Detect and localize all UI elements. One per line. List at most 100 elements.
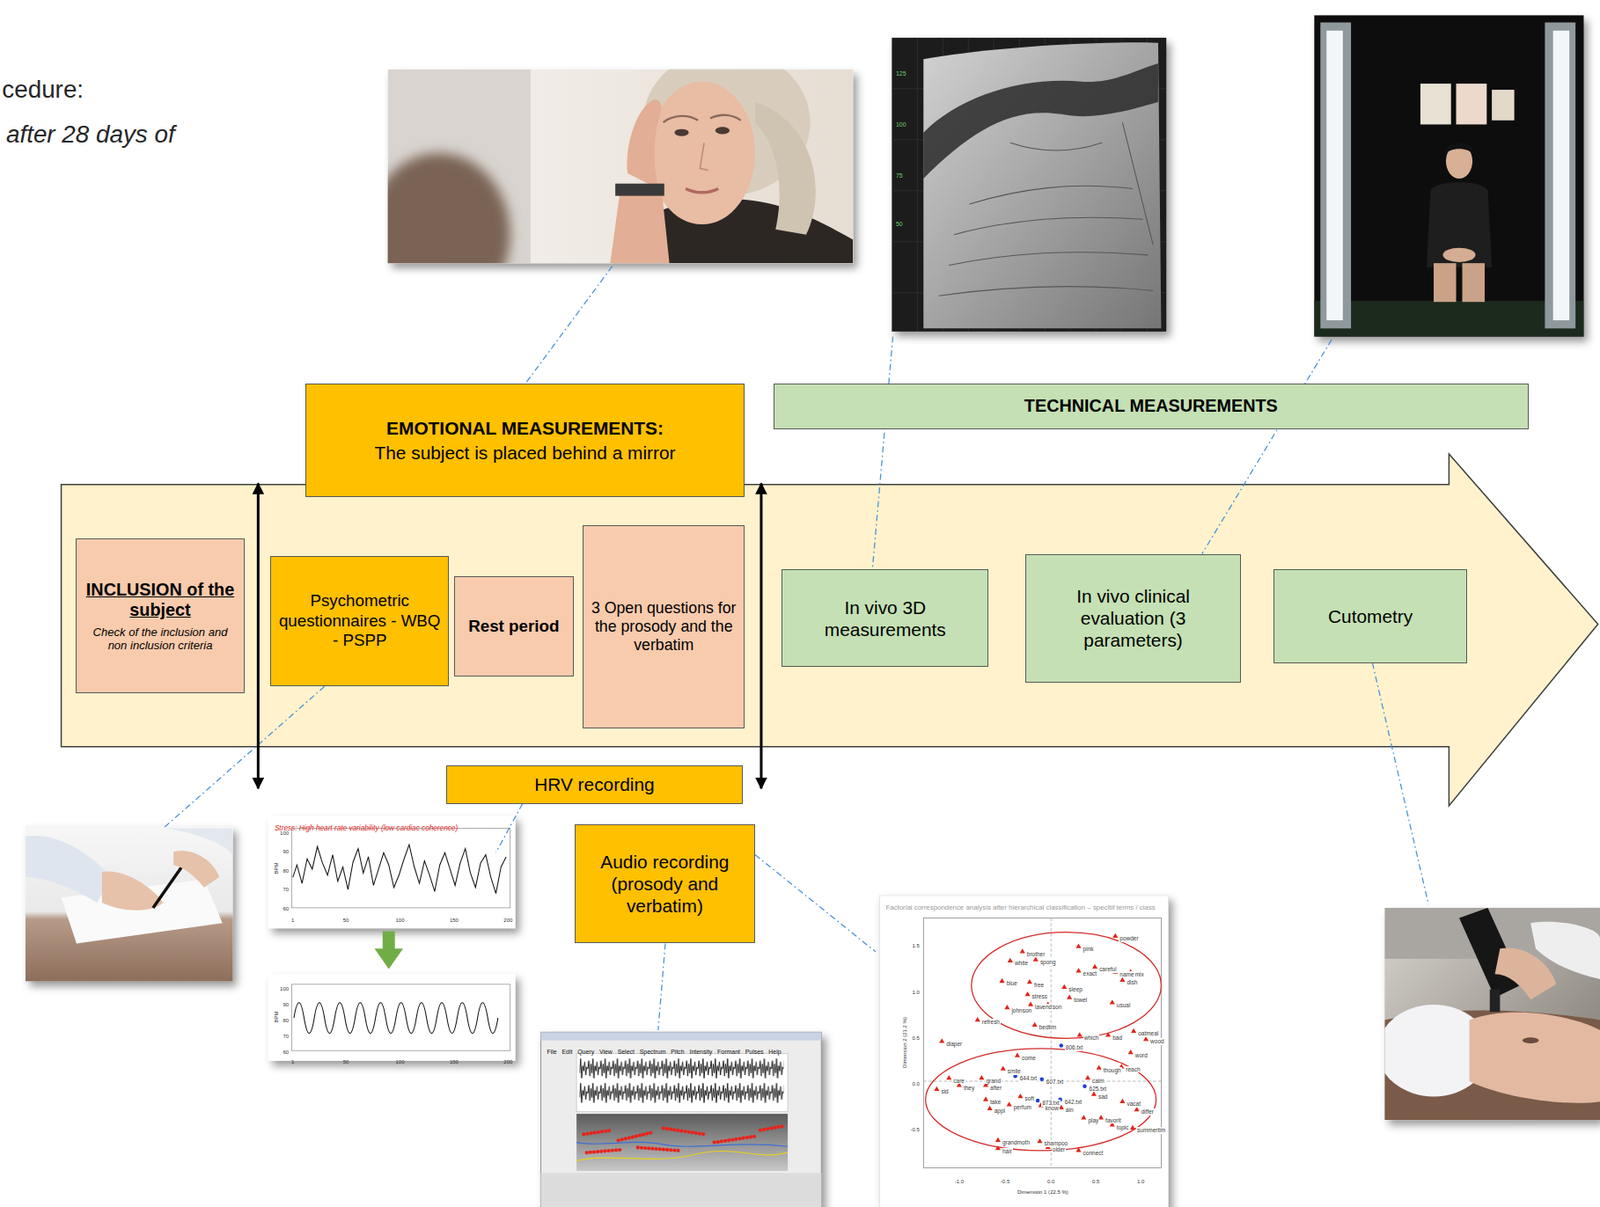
axis-tick-holder: 80 <box>282 1010 289 1027</box>
section-band: TECHNICAL MEASUREMENTS <box>773 383 1529 430</box>
term-label-holder: they <box>962 1078 976 1094</box>
term-label-holder: lavend <box>1034 997 1053 1013</box>
term-point <box>1066 994 1072 999</box>
term-label: summertim <box>1136 1127 1167 1134</box>
mirror-photo-part-part <box>615 183 665 197</box>
term-label-holder: take <box>989 1092 1002 1109</box>
axis-tick: 150 <box>449 1059 459 1066</box>
axis-tick-holder: 80 <box>282 860 289 877</box>
axis-tick-holder: 0.0 <box>910 1073 920 1090</box>
cutometer-photo-part-part <box>1469 1012 1600 1104</box>
term-label: johnson <box>1010 1007 1033 1014</box>
term-label-holder: though <box>1102 1060 1123 1077</box>
recording-band: HRV recording <box>446 765 743 805</box>
axis-tick: 70 <box>282 887 289 894</box>
term-label: bedtim <box>1038 1024 1057 1031</box>
term-point <box>1119 1099 1125 1104</box>
chart-title: Stress: High heart rate variability (low… <box>274 824 458 833</box>
document-point <box>1040 1077 1045 1082</box>
leader-line-part <box>1202 339 1332 554</box>
axis-tick: 1.5 <box>910 943 920 950</box>
term-label-holder: oatmeal <box>1137 1023 1160 1040</box>
document-point <box>1082 1085 1087 1090</box>
menu-item-holder: Pitch <box>670 1042 684 1058</box>
questionnaire-photo-part <box>25 826 233 982</box>
axis-title: BPM <box>273 1011 280 1023</box>
axis-tick-holder: 0.5 <box>1091 1171 1101 1188</box>
term-label: care <box>952 1078 966 1085</box>
mirror-photo-part-part <box>715 126 730 134</box>
menu-item: Select <box>617 1049 635 1057</box>
term-label-holder: spong <box>1039 952 1057 969</box>
term-label: appl <box>993 1108 1006 1115</box>
axis-tick: 100 <box>279 986 289 993</box>
axis-tick: 90 <box>282 1002 289 1009</box>
axis-tick-holder: 70 <box>282 1026 289 1043</box>
menu-item-holder: File <box>546 1042 557 1058</box>
term-label: take <box>989 1099 1002 1106</box>
step-box: Psychometric questionnaires - WBQ - PSPP <box>270 556 449 687</box>
axis-tick: 1.0 <box>1136 1179 1145 1186</box>
leader-line-part <box>1372 663 1429 906</box>
menu-item: Pitch <box>670 1049 684 1057</box>
axis-tick: 1 <box>291 1059 294 1066</box>
axis-tick: 70 <box>282 1034 289 1041</box>
axis-tick-holder: 1.0 <box>910 982 920 999</box>
praat-screenshot-part <box>576 1142 788 1147</box>
term-label: hair <box>1001 1148 1013 1155</box>
mirror-photo-part-part <box>609 185 669 264</box>
term-label-holder: after <box>989 1078 1003 1094</box>
step-heading: INCLUSION of the subject <box>82 579 238 623</box>
questionnaire-photo-part-part <box>173 851 220 889</box>
axis-tick: 50 <box>343 1059 350 1066</box>
menu-item: Spectrum <box>639 1049 667 1057</box>
step-label: 3 Open questions for the prosody and the… <box>589 599 738 656</box>
step-label: Rest period <box>468 616 559 638</box>
axis-tick: 60 <box>282 1049 289 1057</box>
term-point <box>1007 958 1013 963</box>
term-label-holder: bad <box>1111 1027 1123 1044</box>
term-point <box>1017 1093 1023 1099</box>
skin-3d-scan-part-part <box>923 42 1161 329</box>
term-point <box>1077 1032 1083 1037</box>
term-label-holder: sleep <box>1067 979 1084 996</box>
term-label-holder: pink <box>1082 939 1095 955</box>
term-label: vacat <box>1125 1100 1142 1108</box>
skin-3d-scan-part-part <box>923 63 1159 179</box>
axis-tick-holder: -0.5 <box>999 1171 1011 1188</box>
menu-item-holder: Formant <box>717 1042 741 1058</box>
menu-item-holder: Intensity <box>689 1042 712 1058</box>
menu-item-holder: Query <box>577 1042 595 1058</box>
hrv-chart-part <box>293 844 507 895</box>
term-label: 642.txt <box>1064 1099 1083 1106</box>
term-label: older <box>1051 1146 1066 1153</box>
term-label-holder: blue <box>1005 973 1019 990</box>
axis-tick: 60 <box>282 906 289 913</box>
axis-tick-holder: 50 <box>343 910 350 926</box>
factorial-chart <box>879 895 1168 1207</box>
light-booth-photo-part-part <box>1456 83 1488 125</box>
term-label: oatmeal <box>1137 1030 1160 1037</box>
axis-tick: 0.0 <box>1046 1179 1056 1186</box>
light-booth-photo-part <box>1313 14 1584 337</box>
term-point <box>1112 933 1118 939</box>
light-booth-photo-part-part <box>1491 89 1515 121</box>
light-booth-photo-part-part <box>1553 30 1571 321</box>
axis-title-holder: Dimension 1 (22.5 %) <box>1017 1181 1069 1198</box>
hrv-chart-part <box>293 1003 499 1035</box>
term-label: son <box>1051 1004 1063 1011</box>
axis-tick-holder: 1.0 <box>1136 1171 1145 1188</box>
term-label-holder: which <box>1083 1027 1101 1044</box>
term-label: know <box>1044 1105 1060 1112</box>
term-point <box>1025 991 1031 997</box>
term-point <box>978 1075 984 1080</box>
term-label-holder: word <box>1134 1045 1149 1062</box>
axis-tick-holder: 150 <box>449 1051 459 1068</box>
leader-line <box>163 266 1430 1031</box>
mirror-photo-part-part <box>710 115 742 121</box>
axis-tick: 1.0 <box>910 990 920 997</box>
axis-tick-holder: 60 <box>282 898 289 915</box>
section-note: The subject is placed behind a mirror <box>374 441 676 464</box>
term-point <box>983 1096 989 1101</box>
